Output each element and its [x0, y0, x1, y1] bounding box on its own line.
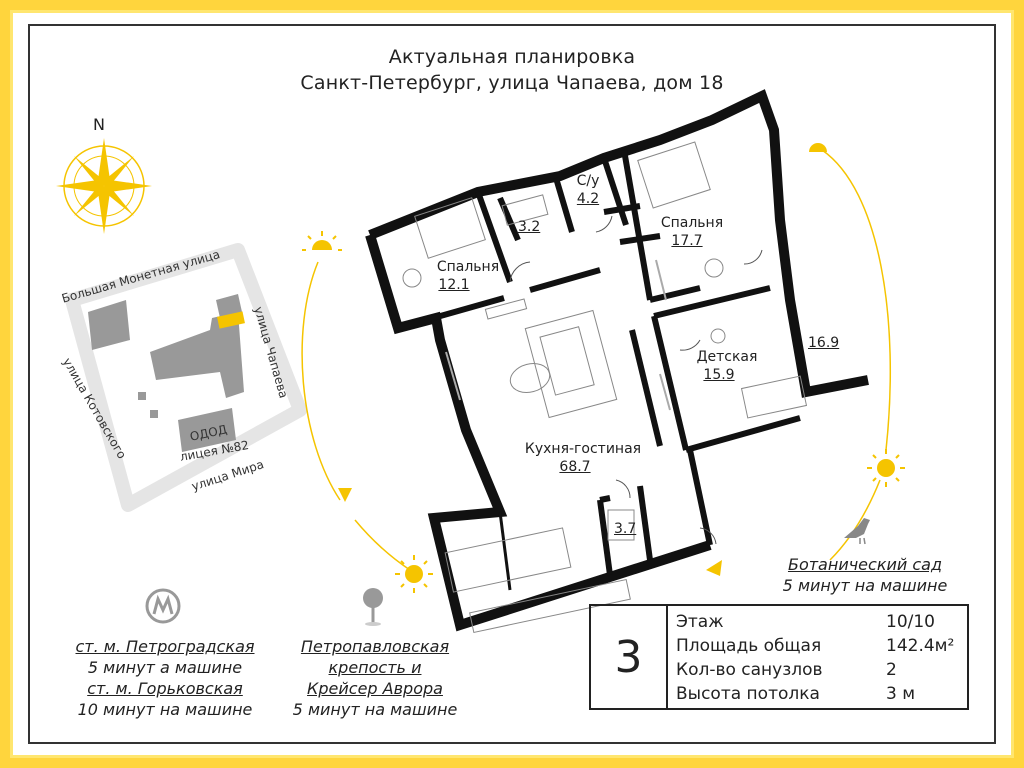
- bird-icon: [844, 518, 870, 545]
- spec-value: 10/10: [886, 612, 935, 632]
- address-title: Санкт-Петербург, улица Чапаева, дом 18: [300, 72, 724, 94]
- room-bedroom-right: Спальня 17.7: [650, 214, 734, 250]
- page-title: Актуальная планировка: [388, 46, 636, 68]
- poi-line: Крейсер Аврора: [307, 679, 443, 698]
- room-area: 68.7: [559, 459, 591, 475]
- sun-icon: [302, 231, 342, 251]
- spec-row: Высота потолка 3 м: [676, 684, 966, 704]
- room-name: С/у: [576, 173, 600, 189]
- poi-line: ст. м. Петроградская: [75, 637, 255, 656]
- sun-icon: [395, 555, 433, 593]
- poi-line: крепость и: [328, 658, 422, 677]
- spec-label: Площадь общая: [676, 636, 822, 656]
- furniture: [402, 141, 808, 634]
- spec-value: 142.4м²: [886, 636, 955, 656]
- poi-line: ст. м. Горьковская: [87, 679, 243, 698]
- room-area: 4.2: [576, 191, 600, 207]
- poi-fortress: Петропавловская крепость и Крейсер Аврор…: [270, 636, 480, 720]
- poi-line: 5 минут на машине: [292, 700, 458, 719]
- poi-metro: ст. м. Петроградская 5 минут а машине ст…: [40, 636, 290, 720]
- room-name: Спальня: [660, 215, 724, 231]
- spec-value: 3 м: [886, 684, 916, 704]
- location-pin-icon: [363, 588, 383, 626]
- spec-label: Этаж: [676, 612, 724, 632]
- floor-plan: [365, 89, 869, 632]
- room-name: Спальня: [436, 259, 500, 275]
- room-area: 12.1: [438, 277, 470, 293]
- interior-walls: [397, 149, 801, 576]
- compass-icon: [56, 138, 152, 234]
- spec-row: Этаж 10/10: [676, 612, 966, 632]
- spec-value: 2: [886, 660, 897, 680]
- poi-line: 5 минут а машине: [87, 658, 243, 677]
- room-living: Кухня-гостиная 68.7: [518, 440, 648, 476]
- poi-line: Ботанический сад: [787, 555, 943, 574]
- rooms-count: 3: [591, 606, 668, 708]
- location-map: [65, 243, 307, 512]
- spec-label: Высота потолка: [676, 684, 820, 704]
- poi-line: 10 минут на машине: [77, 700, 253, 719]
- room-bedroom-left: Спальня 12.1: [426, 258, 510, 294]
- spec-label: Кол-во санузлов: [676, 660, 823, 680]
- room-area: 17.7: [671, 233, 703, 249]
- room-name: Кухня-гостиная: [524, 441, 642, 457]
- north-label: N: [93, 115, 105, 134]
- specs-table: 3 Этаж 10/10 Площадь общая 142.4м² Кол-во …: [589, 604, 969, 710]
- poi-line: 5 минут на машине: [782, 576, 948, 595]
- room-kids: Детская 15.9: [690, 348, 764, 384]
- room-area-wc: 3.2: [518, 219, 541, 235]
- spec-row: Кол-во санузлов 2: [676, 660, 966, 680]
- poi-line: Петропавловская: [300, 637, 450, 656]
- poi-garden: Ботанический сад 5 минут на машине: [760, 554, 970, 596]
- spec-row: Площадь общая 142.4м²: [676, 636, 966, 656]
- room-area-wc-bottom: 3.7: [614, 521, 637, 537]
- sun-icon: [867, 449, 905, 487]
- room-name: Детская: [696, 349, 758, 365]
- room-bathroom: С/у 4.2: [568, 172, 608, 208]
- room-area-balcony: 16.9: [808, 335, 840, 351]
- metro-icon: [145, 588, 181, 624]
- sun-icon: [809, 143, 827, 152]
- room-area: 15.9: [703, 367, 735, 383]
